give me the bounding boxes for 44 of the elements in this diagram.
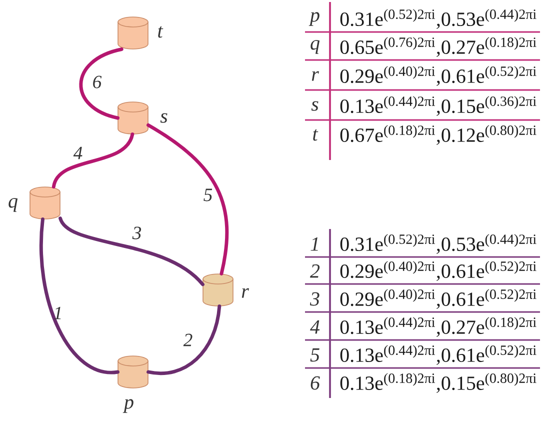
row-label: 5 bbox=[310, 348, 320, 362]
edge-label: 6 bbox=[93, 76, 102, 88]
value-text: 0.65e$^{(0.76)2πi}$,0.27e$^{(0.18)2πi}$ bbox=[340, 37, 536, 57]
cylinder-node bbox=[118, 102, 148, 134]
value-text: 0.13e$^{(0.18)2πi}$,0.15e$^{(0.80)2πi}$ bbox=[340, 373, 536, 393]
edge-label: 3 bbox=[132, 226, 142, 240]
row-label: 4 bbox=[310, 320, 320, 334]
edge-label: 1 bbox=[54, 306, 61, 320]
row-label: 6 bbox=[310, 376, 320, 390]
node-label: r bbox=[242, 288, 249, 298]
row-label: q bbox=[310, 40, 320, 54]
cylinder-node bbox=[202, 274, 234, 306]
value-text: 0.29e$^{(0.40)2πi}$,0.61e$^{(0.52)2πi}$ bbox=[340, 66, 536, 86]
row-label: 3 bbox=[310, 292, 320, 306]
cylinder-node bbox=[30, 186, 60, 220]
row-label: 1 bbox=[310, 237, 318, 251]
row-label: 2 bbox=[310, 264, 320, 278]
edge-label: 4 bbox=[73, 146, 82, 160]
connector-line bbox=[146, 123, 229, 276]
connector-line bbox=[146, 304, 222, 375]
value-text: 0.67e$^{(0.18)2πi}$,0.12e$^{(0.80)2πi}$ bbox=[340, 125, 536, 145]
value-text: 0.13e$^{(0.44)2πi}$,0.15e$^{(0.36)2πi}$ bbox=[340, 96, 536, 116]
cylinder-node bbox=[118, 356, 148, 388]
value-text: 0.13e$^{(0.44)2πi}$,0.27e$^{(0.18)2πi}$ bbox=[340, 317, 536, 337]
node-label: s bbox=[160, 113, 168, 123]
row-label: r bbox=[312, 71, 319, 81]
row-label: t bbox=[313, 129, 318, 141]
value-text: 0.13e$^{(0.44)2πi}$,0.61e$^{(0.52)2πi}$ bbox=[340, 345, 536, 365]
value-text: 0.29e$^{(0.40)2πi}$,0.61e$^{(0.52)2πi}$ bbox=[340, 289, 536, 309]
node-label: t bbox=[158, 26, 164, 38]
edge-label: 5 bbox=[204, 188, 212, 202]
node-label: p bbox=[122, 399, 134, 413]
connector-line bbox=[79, 48, 124, 120]
value-text: 0.29e$^{(0.40)2πi}$,0.61e$^{(0.52)2πi}$ bbox=[340, 261, 536, 281]
connector-line bbox=[58, 216, 204, 286]
connector-line bbox=[40, 218, 120, 374]
edge-label: 2 bbox=[183, 334, 192, 346]
node-label: q bbox=[8, 198, 18, 212]
cylinder-node bbox=[118, 16, 148, 50]
value-text: 0.31e$^{(0.52)2πi}$,0.53e$^{(0.44)2πi}$ bbox=[340, 234, 536, 254]
row-label: p bbox=[308, 12, 320, 26]
value-text: 0.31e$^{(0.52)2πi}$,0.53e$^{(0.44)2πi}$ bbox=[340, 9, 536, 29]
connector-line bbox=[52, 132, 134, 188]
row-label: s bbox=[311, 101, 318, 111]
